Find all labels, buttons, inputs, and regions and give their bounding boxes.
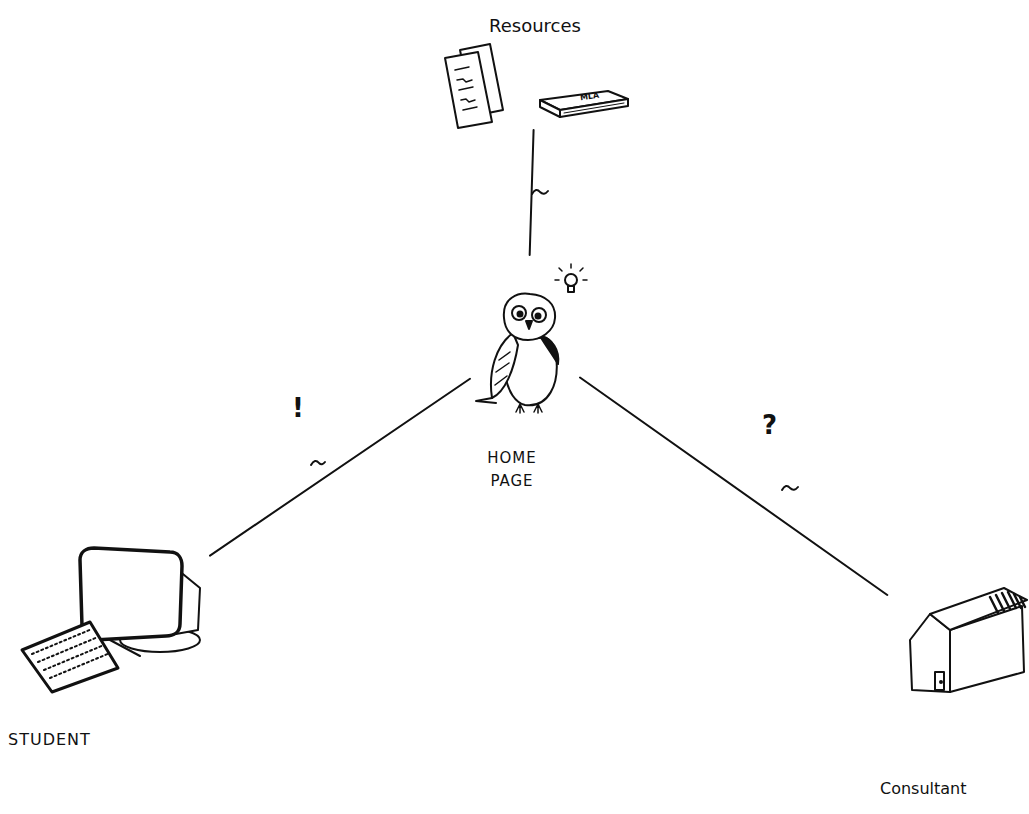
paper-stack: [445, 44, 503, 128]
squiggle-mark: [782, 486, 798, 490]
bulb-glass: [565, 274, 577, 286]
node-label: HOME PAGE: [482, 447, 542, 493]
owl-pupil: [536, 314, 541, 319]
squiggle-mark: [532, 190, 548, 194]
sketch-line: [530, 130, 534, 255]
paper-scribble: [455, 67, 477, 110]
owl-head: [504, 294, 555, 340]
node-label: Consultant: [880, 777, 1025, 801]
owl-pupil: [518, 312, 523, 317]
book-pages: [560, 99, 628, 117]
monitor-cable: [110, 640, 140, 656]
keyboard: [22, 622, 118, 692]
owl-eye: [532, 308, 546, 322]
sketch-node: Consultant: [875, 595, 1028, 812]
sketch-line: [580, 378, 887, 595]
owl-collar: [540, 336, 558, 364]
owl-feathers: [495, 352, 510, 385]
computer-icon: [22, 548, 200, 692]
house-roof: [930, 588, 1027, 630]
paper-sheet: [445, 52, 492, 128]
edge-mark: ?: [762, 410, 777, 440]
sketch-node: Resources: [430, 8, 640, 130]
lightbulb-icon: [555, 264, 587, 292]
sketch-node: HOME PAGE: [470, 255, 580, 505]
book-page-edge: [564, 103, 624, 113]
book-spine: [540, 100, 560, 117]
owl-tail: [476, 398, 496, 403]
house-icon: [910, 588, 1027, 692]
keyboard-keys: [32, 629, 110, 678]
door-knob: [940, 681, 942, 683]
edge-mark: !: [292, 393, 304, 423]
owl-feet: [516, 404, 542, 413]
roof-stripes: [990, 592, 1025, 613]
house-door: [935, 672, 944, 690]
bulb-rays: [555, 264, 587, 280]
owl-wing: [491, 333, 518, 398]
owl-eye: [512, 306, 526, 320]
node-label: STUDENT: [8, 728, 158, 752]
monitor-screen: [80, 548, 182, 640]
node-label: Resources: [430, 12, 640, 39]
sketch-node: STUDENT: [5, 540, 210, 765]
book-icon: [540, 91, 628, 117]
owl-icon: [476, 294, 558, 413]
squiggle-mark: [311, 461, 325, 465]
bulb-base: [568, 286, 574, 292]
owl-beak: [526, 321, 532, 329]
sketch-line: [210, 379, 470, 556]
